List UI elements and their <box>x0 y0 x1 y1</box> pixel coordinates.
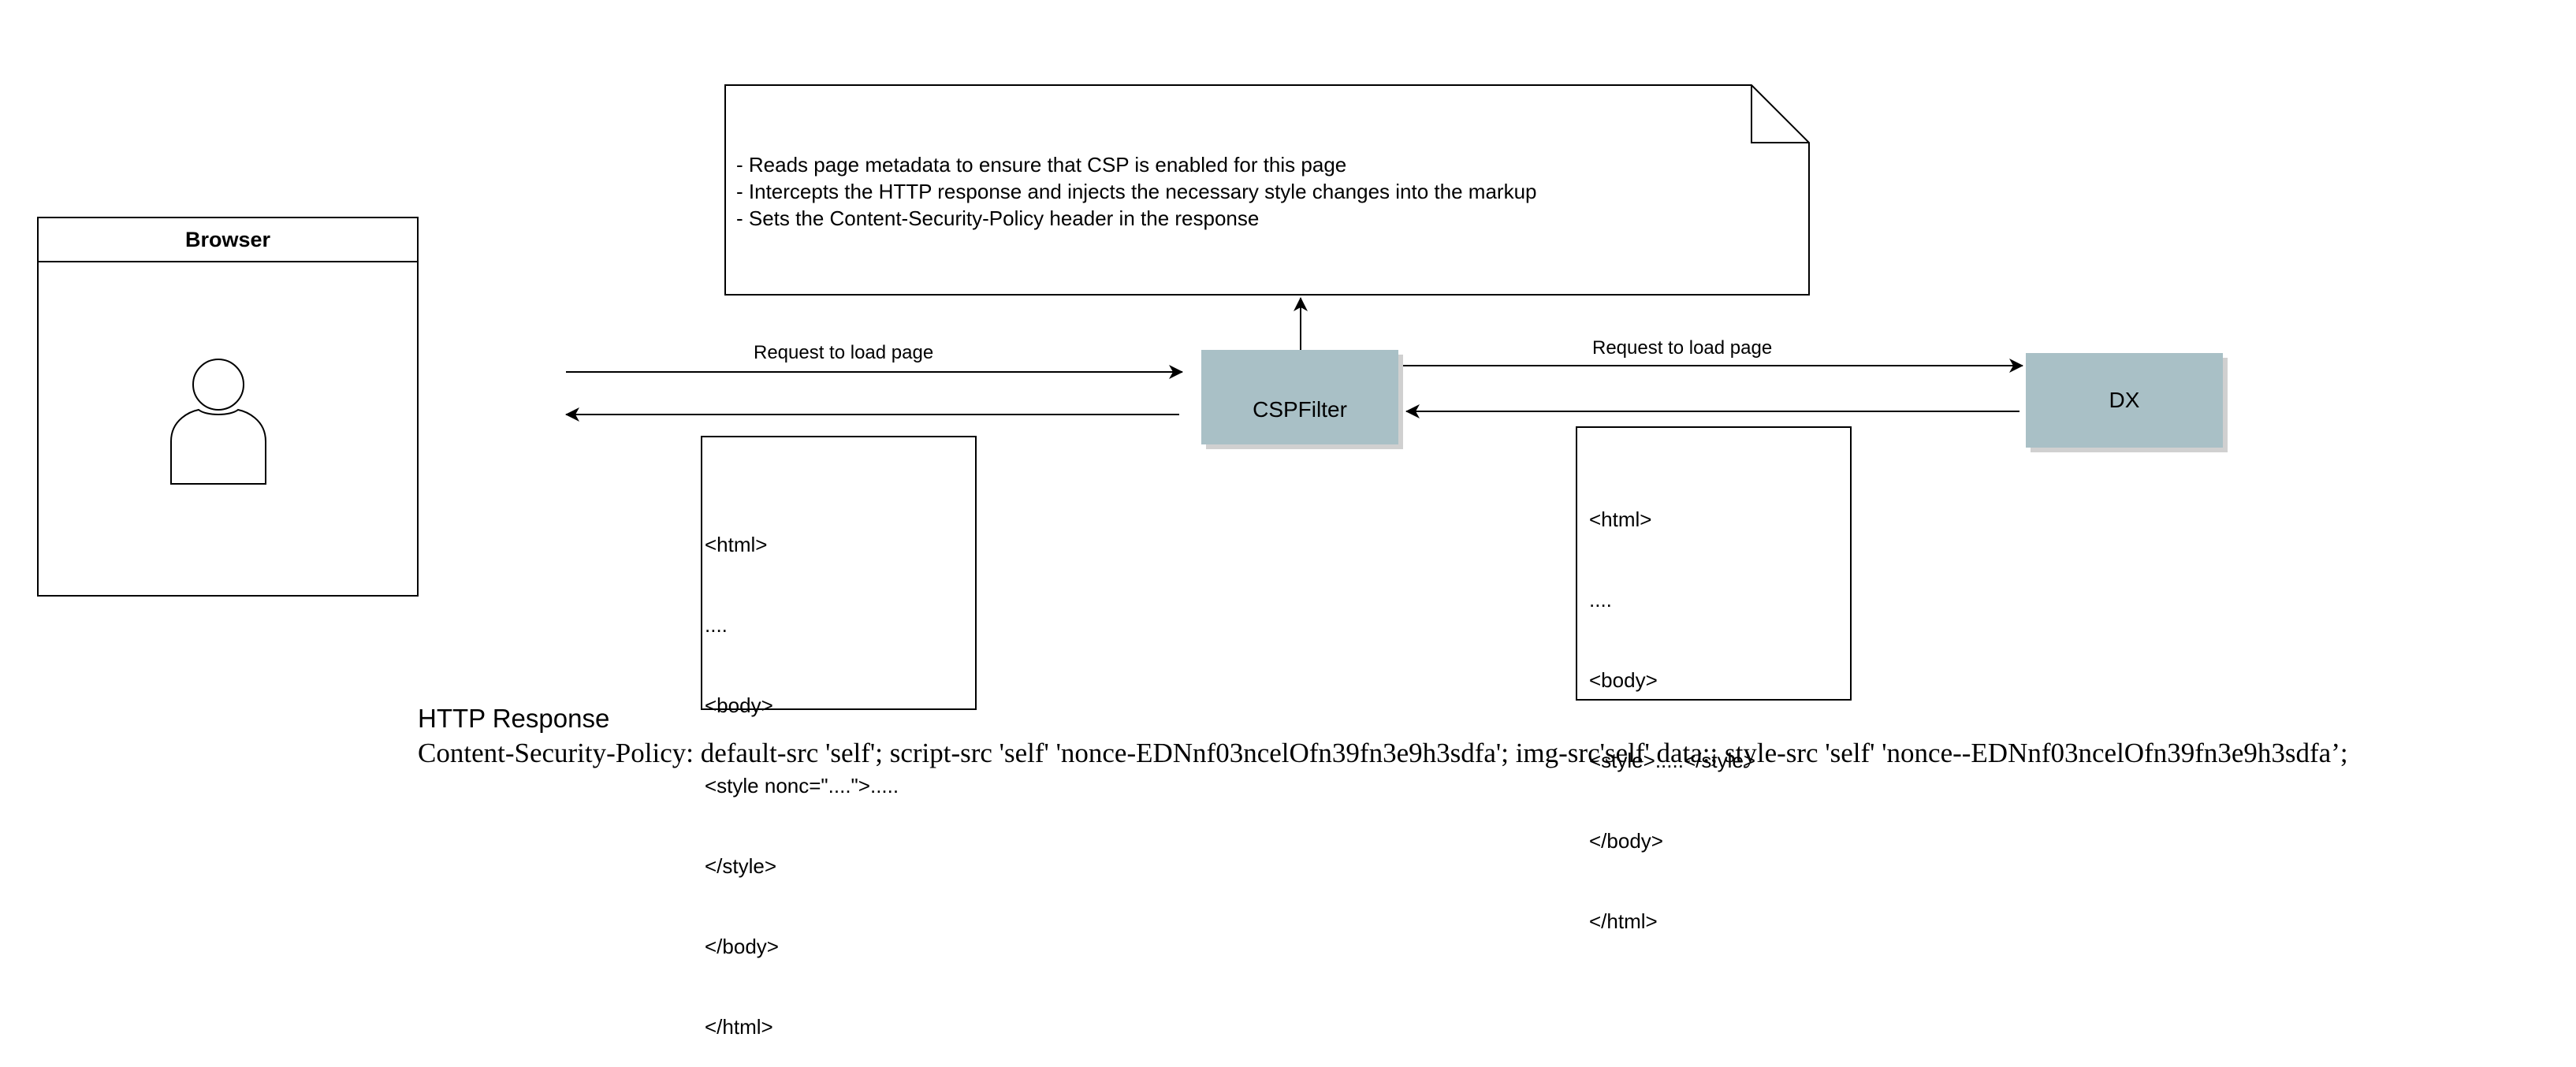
cspfilter-label: CSPFilter <box>1253 397 1347 422</box>
http-response-title: HTTP Response <box>418 704 610 733</box>
response-markup-left: <html> .... <body> <style nonc="....">..… <box>705 478 899 1067</box>
response-box-left <box>701 436 977 710</box>
browser-title: Browser <box>184 227 271 251</box>
code-line: </style> <box>705 854 777 878</box>
csp-header-text: Content-Security-Policy: default-src 'se… <box>418 738 2348 768</box>
user-icon <box>170 359 266 485</box>
code-line: </html> <box>705 1015 773 1039</box>
code-line: </body> <box>705 935 779 958</box>
code-line: .... <box>705 613 728 637</box>
note-line: - Intercepts the HTTP response and injec… <box>736 180 1537 203</box>
cspfilter-box <box>1201 350 1403 449</box>
response-box-right <box>1576 426 1852 701</box>
code-line: <body> <box>1589 668 1658 692</box>
code-line: <html> <box>1589 507 1652 531</box>
code-line: </body> <box>1589 829 1663 853</box>
request-label-right: Request to load page <box>1592 337 1773 359</box>
code-line: .... <box>1589 588 1612 612</box>
code-line: <style>.....</style> <box>1589 749 1755 772</box>
code-line: </html> <box>1589 909 1658 933</box>
code-line: <body> <box>705 693 773 717</box>
dx-box <box>2026 353 2228 452</box>
dx-label: DX <box>2109 388 2140 412</box>
response-markup-right: <html> .... <body> <style>.....</style> … <box>1589 452 1755 961</box>
diagram-canvas <box>37 84 2228 710</box>
code-line: <style nonc="....">..... <box>705 774 899 797</box>
note-text: - Reads page metadata to ensure that CSP… <box>736 151 1761 232</box>
note-line: - Sets the Content-Security-Policy heade… <box>736 206 1260 230</box>
note-box <box>724 84 1810 296</box>
note-line: - Reads page metadata to ensure that CSP… <box>736 153 1347 177</box>
code-line: <html> <box>705 533 768 556</box>
request-label-left: Request to load page <box>754 342 934 363</box>
